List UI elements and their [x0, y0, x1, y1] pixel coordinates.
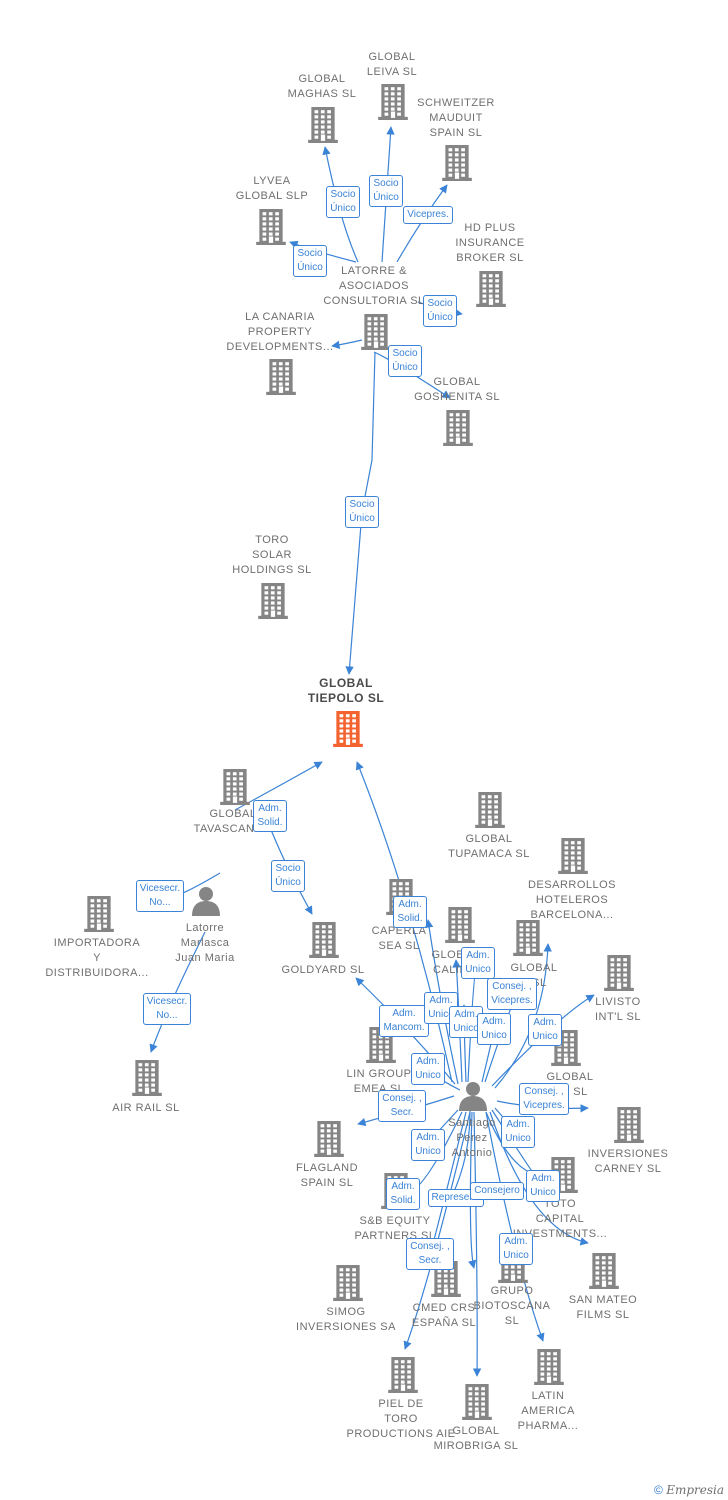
node-label[interactable]: CMED CRS ESPAÑA SL	[411, 1302, 477, 1329]
edge-label[interactable]: Adm. Solid.	[393, 896, 427, 928]
node-label[interactable]: LYVEA GLOBAL SLP	[235, 175, 309, 202]
brand-name[interactable]: Empresia	[666, 1483, 724, 1497]
building-icon	[558, 838, 588, 879]
edge-label[interactable]: Vicepres.	[403, 206, 453, 224]
edge-line	[234, 761, 323, 811]
node-label[interactable]: FLAGLAND SPAIN SL	[295, 1162, 359, 1189]
edge-label[interactable]: Adm. Unico	[411, 1129, 445, 1161]
building-icon	[513, 920, 543, 961]
edge-label[interactable]: Adm. Unico	[477, 1013, 511, 1045]
building-icon	[589, 1253, 619, 1294]
edge-line	[452, 959, 463, 1083]
node-label[interactable]: GLOBAL GOSHENITA SL	[414, 376, 500, 403]
edge-label[interactable]: Adm. Unico	[461, 947, 495, 979]
building-icon	[462, 1384, 492, 1425]
node-label[interactable]: LATORRE & ASOCIADOS CONSULTORIA SL	[323, 265, 425, 307]
copyright-notice: © Empresia	[654, 1483, 724, 1497]
node-label[interactable]: Latorre Marlasca Juan Maria	[175, 922, 235, 964]
edge-label[interactable]: Socio Único	[423, 295, 457, 327]
building-icon	[443, 410, 473, 451]
building-icon	[604, 955, 634, 996]
building-icon	[132, 1060, 162, 1101]
node-label[interactable]: GLOBAL TIEPOLO SL	[307, 676, 385, 705]
person-icon	[191, 886, 221, 921]
edge-label[interactable]: Consej. , Vicepres.	[487, 978, 537, 1010]
node-label[interactable]: DESARROLLOS HOTELEROS BARCELONA...	[527, 879, 617, 921]
edge-label[interactable]: Consej. , Secr.	[406, 1238, 454, 1270]
building-icon	[314, 1121, 344, 1162]
edge-label[interactable]: Vicesecr. No...	[142, 993, 192, 1025]
edge-line	[331, 339, 363, 350]
node-label[interactable]: LA CANARIA PROPERTY DEVELOPMENTS...	[226, 311, 334, 353]
building-icon	[361, 314, 391, 355]
building-icon	[476, 271, 506, 312]
edge-label[interactable]: Adm. Unico	[449, 1006, 483, 1038]
edge-label[interactable]: Adm. Unico	[526, 1170, 560, 1202]
copyright-symbol: ©	[654, 1483, 663, 1497]
node-label[interactable]: PIEL DE TORO PRODUCTIONS AIE	[346, 1398, 456, 1440]
node-label[interactable]: SCHWEITZER MAUDUIT SPAIN SL	[417, 97, 495, 139]
edge-label[interactable]: Consej. , Vicepres.	[519, 1083, 569, 1115]
edge-label[interactable]: Socio Único	[271, 860, 305, 892]
node-label[interactable]: Santiago Perez Antonio	[448, 1117, 496, 1159]
edge-line	[468, 1111, 477, 1269]
building-icon	[534, 1349, 564, 1390]
edge-label[interactable]: Adm. Solid.	[386, 1178, 420, 1210]
edge-label[interactable]: Consejero	[470, 1182, 524, 1200]
edge-label[interactable]: Adm. Solid.	[253, 800, 287, 832]
building-icon	[220, 769, 250, 810]
edge-line	[472, 1111, 482, 1377]
person-icon	[458, 1081, 488, 1116]
node-label[interactable]: LIVISTO INT'L SL	[594, 996, 642, 1023]
building-icon	[388, 1357, 418, 1398]
node-label[interactable]: GLOBAL MIROBRIGA SL	[433, 1425, 519, 1452]
edge-label[interactable]: Socio Único	[345, 496, 379, 528]
node-label[interactable]: GOLDYARD SL	[281, 964, 365, 976]
node-label[interactable]: CAPERLA SEA SL	[371, 925, 427, 952]
edge-label[interactable]: Socio Único	[369, 175, 403, 207]
edge-label[interactable]: Adm. Unico	[499, 1233, 533, 1265]
node-label[interactable]: INVERSIONES CARNEY SL	[587, 1148, 669, 1175]
building-icon	[258, 583, 288, 624]
edge-label[interactable]: Socio Único	[388, 345, 422, 377]
building-icon	[308, 107, 338, 148]
node-label[interactable]: GLOBAL LEIVA SL	[366, 51, 418, 78]
building-icon	[84, 896, 114, 937]
building-icon	[333, 1265, 363, 1306]
edge-line	[489, 1111, 589, 1246]
building-icon	[614, 1107, 644, 1148]
node-label[interactable]: SIMOG INVERSIONES SA	[296, 1306, 396, 1333]
node-label[interactable]: IMPORTADORA Y DISTRIBUIDORA...	[45, 937, 149, 979]
building-icon	[475, 792, 505, 833]
edge-label[interactable]: Adm. Unico	[501, 1116, 535, 1148]
building-icon	[333, 711, 363, 752]
edge-label[interactable]: Socio Único	[326, 186, 360, 218]
edge-label[interactable]: Socio Único	[293, 245, 327, 277]
node-label[interactable]: TORO SOLAR HOLDINGS SL	[232, 534, 312, 576]
building-icon	[378, 84, 408, 125]
node-label[interactable]: GLOBAL TAVASCAN SL	[193, 808, 272, 835]
edge-label[interactable]: Adm. Mancom.	[379, 1005, 429, 1037]
building-icon	[445, 907, 475, 948]
node-label[interactable]: LATIN AMERICA PHARMA...	[517, 1390, 579, 1432]
edge-line	[345, 351, 376, 675]
building-icon	[266, 359, 296, 400]
edge-label[interactable]: Adm. Unico	[411, 1053, 445, 1085]
node-label[interactable]: GRUPO BIOTOSCANA SL	[473, 1285, 551, 1327]
node-label[interactable]: GLOBAL TUPAMACA SL	[448, 833, 530, 860]
edge-label[interactable]: Vicesecr. No...	[135, 880, 185, 912]
edge-label[interactable]: Consej. , Secr.	[378, 1090, 426, 1122]
node-label[interactable]: S&B EQUITY PARTNERS SL	[354, 1215, 436, 1242]
node-label[interactable]: AIR RAIL SL	[112, 1102, 180, 1114]
building-icon	[256, 209, 286, 250]
node-label[interactable]: GLOBAL MAGHAS SL	[287, 73, 357, 100]
node-label[interactable]: HD PLUS INSURANCE BROKER SL	[455, 222, 525, 264]
node-label[interactable]: SAN MATEO FILMS SL	[568, 1294, 638, 1321]
edge-label[interactable]: Adm. Unico	[528, 1014, 562, 1046]
building-icon	[309, 922, 339, 963]
building-icon	[442, 145, 472, 186]
